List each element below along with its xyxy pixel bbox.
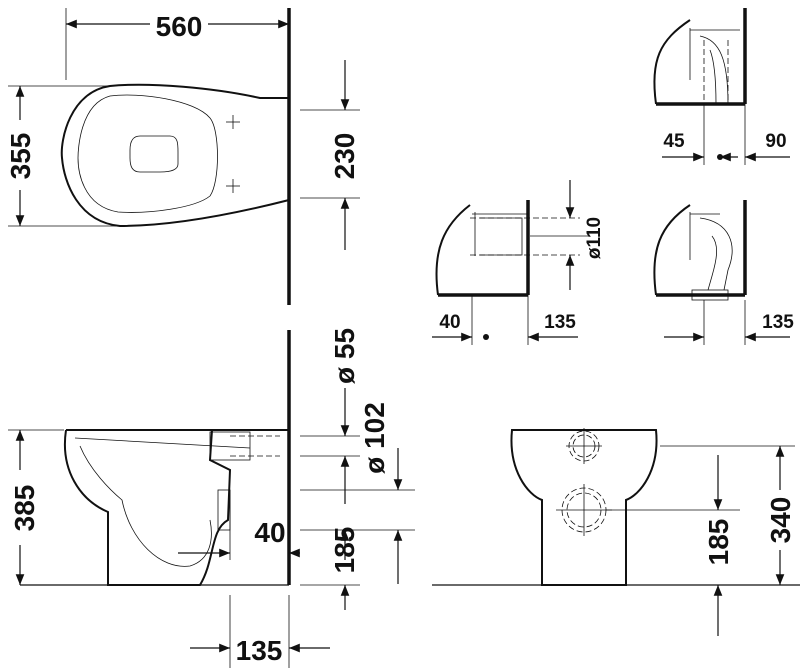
vertical-dim-b: 90 xyxy=(765,131,786,152)
pipe-dia-dim: ø110 xyxy=(584,217,605,259)
plan-depth-dim: 355 xyxy=(5,133,36,180)
inlet-dia-dim: ø 55 xyxy=(329,328,360,384)
plan-width-dim: 560 xyxy=(156,11,203,42)
front-outlet-height-dim: 185 xyxy=(703,519,734,566)
outlet-circle-icon xyxy=(556,484,612,536)
bowl-outline-side xyxy=(63,429,289,586)
angled-dim: 135 xyxy=(762,312,794,333)
horizontal-dim-b: 135 xyxy=(544,312,576,333)
front-view: 185 340 xyxy=(432,428,800,636)
connector-detail-angled: 135 xyxy=(653,200,794,345)
fixing-point-icon xyxy=(226,115,240,193)
inlet-circle-icon xyxy=(566,428,602,464)
side-height-dim: 385 xyxy=(9,485,40,532)
side-wall-offset-dim: 135 xyxy=(236,635,283,666)
outlet-dia-dim: ø 102 xyxy=(359,402,390,474)
connector-detail-vertical: 45 90 xyxy=(653,8,790,165)
vertical-dim-a: 45 xyxy=(663,131,685,152)
side-offset-dim: 40 xyxy=(254,517,285,548)
bowl-outline-plan xyxy=(60,83,290,228)
connector-detail-horizontal: ø110 40 135 xyxy=(432,180,605,345)
side-view: 385 ø 55 ø 102 185 40 135 xyxy=(8,328,415,668)
horizontal-dim-a: 40 xyxy=(439,312,460,333)
side-outlet-height-dim: 185 xyxy=(329,527,360,574)
plan-fixing-dim: 230 xyxy=(329,133,360,180)
front-height-dim: 340 xyxy=(765,497,796,544)
plan-view: 560 355 230 xyxy=(5,8,360,305)
bowl-outline-front xyxy=(510,429,658,586)
